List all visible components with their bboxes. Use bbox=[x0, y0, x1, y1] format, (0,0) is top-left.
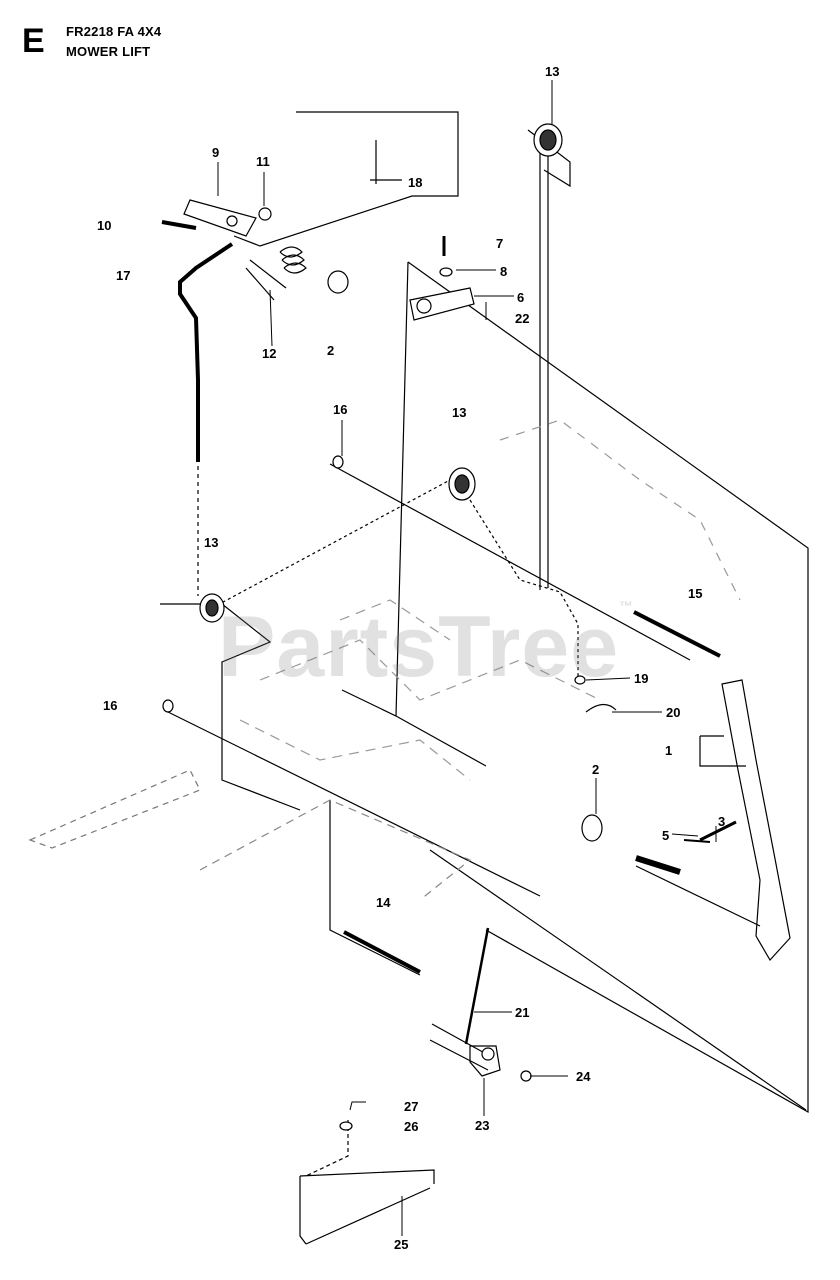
hardware-small bbox=[161, 207, 737, 1131]
rod-14 bbox=[329, 800, 421, 976]
lower-shaft bbox=[429, 1023, 491, 1071]
callout-16-left[interactable]: 16 bbox=[103, 698, 118, 713]
callout-13-mid[interactable]: 13 bbox=[452, 405, 467, 420]
callout-5[interactable]: 5 bbox=[662, 828, 670, 843]
leader-12 bbox=[269, 289, 273, 347]
bracket-25-dash bbox=[305, 1120, 349, 1177]
cross-shaft-rear bbox=[429, 849, 807, 1111]
pulley-13-top bbox=[533, 123, 563, 157]
callout-27[interactable]: 27 bbox=[404, 1099, 419, 1114]
frame-outline bbox=[341, 261, 809, 1114]
lift-handle bbox=[721, 679, 791, 962]
callout-6[interactable]: 6 bbox=[517, 290, 525, 305]
rod-15 bbox=[633, 610, 721, 658]
pulley-run-2 bbox=[469, 499, 579, 680]
callout-24[interactable]: 24 bbox=[576, 1069, 591, 1084]
callout-23[interactable]: 23 bbox=[475, 1118, 490, 1133]
frame-sketch-right bbox=[499, 419, 741, 601]
callout-18[interactable]: 18 bbox=[408, 175, 423, 190]
callout-9[interactable]: 9 bbox=[212, 145, 220, 160]
inset-leader bbox=[370, 140, 402, 184]
leader-19 bbox=[585, 677, 631, 681]
callout-1[interactable]: 1 bbox=[665, 743, 673, 758]
chassis-sketch bbox=[239, 599, 601, 781]
callout-20[interactable]: 20 bbox=[666, 705, 681, 720]
lift-cable bbox=[178, 242, 234, 462]
deck-outline bbox=[28, 769, 201, 849]
section-letter: E bbox=[22, 22, 45, 60]
callout-19[interactable]: 19 bbox=[634, 671, 649, 686]
callout-22[interactable]: 22 bbox=[515, 311, 530, 326]
pulley-run bbox=[211, 479, 451, 609]
callout-12[interactable]: 12 bbox=[262, 346, 277, 361]
callout-25[interactable]: 25 bbox=[394, 1237, 409, 1252]
model-number: FR2218 FA 4X4 bbox=[66, 24, 162, 39]
callout-13-lower[interactable]: 13 bbox=[204, 535, 219, 550]
callout-14[interactable]: 14 bbox=[376, 895, 391, 910]
assembly-title: MOWER LIFT bbox=[66, 44, 151, 59]
cross-shaft-upper bbox=[329, 463, 691, 661]
callout-21[interactable]: 21 bbox=[515, 1005, 530, 1020]
callout-8[interactable]: 8 bbox=[500, 264, 508, 279]
callout-26[interactable]: 26 bbox=[404, 1119, 419, 1134]
callout-7[interactable]: 7 bbox=[496, 236, 504, 251]
inset-box bbox=[233, 111, 459, 247]
leader-5 bbox=[671, 833, 699, 837]
pulley-13-mid bbox=[448, 467, 476, 501]
rod-14-body bbox=[343, 930, 421, 974]
callout-15[interactable]: 15 bbox=[688, 586, 703, 601]
callout-2-bottom[interactable]: 2 bbox=[592, 762, 600, 777]
callout-10[interactable]: 10 bbox=[97, 218, 112, 233]
callout-13-top[interactable]: 13 bbox=[545, 64, 560, 79]
callout-3[interactable]: 3 bbox=[718, 814, 726, 829]
callout-17[interactable]: 17 bbox=[116, 268, 131, 283]
watermark-text: PartsTree bbox=[218, 599, 620, 695]
bracket-25 bbox=[299, 1169, 435, 1245]
lift-rod bbox=[539, 148, 549, 590]
link-rod-21 bbox=[464, 927, 490, 1045]
pivot-shaft bbox=[635, 865, 761, 927]
callout-2-top[interactable]: 2 bbox=[327, 343, 335, 358]
clevis-23 bbox=[469, 1045, 501, 1077]
callout-11[interactable]: 11 bbox=[256, 154, 270, 169]
bracket-9 bbox=[183, 199, 257, 237]
pulley-13-lower bbox=[199, 593, 225, 623]
watermark: PartsTree™ bbox=[218, 598, 634, 697]
deck-rail bbox=[199, 799, 472, 901]
watermark-trademark: ™ bbox=[619, 598, 635, 614]
spring-2 bbox=[279, 246, 349, 294]
callout-16-top[interactable]: 16 bbox=[333, 402, 348, 417]
handle-leader bbox=[699, 735, 746, 767]
leader-27 bbox=[349, 1101, 366, 1111]
cross-shaft-lower bbox=[163, 709, 541, 897]
